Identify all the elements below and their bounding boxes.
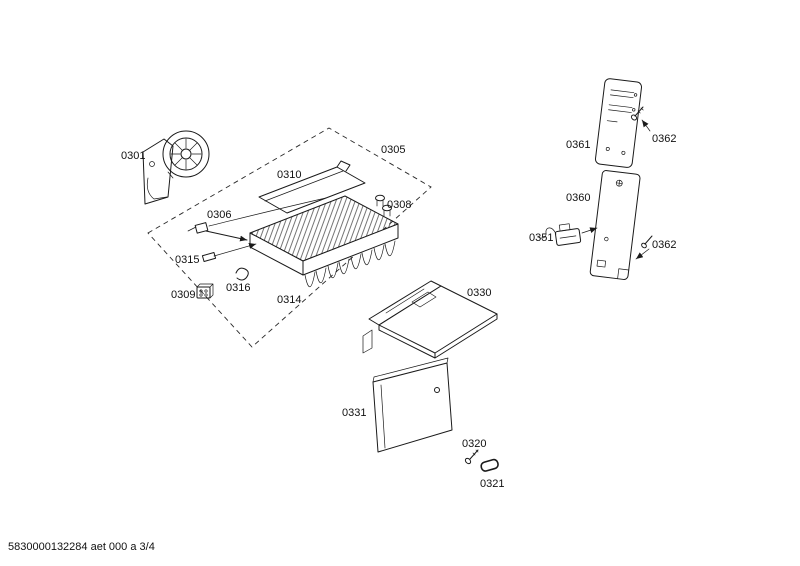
cover-plate	[258, 160, 366, 214]
assembly-dashed-outline	[147, 127, 432, 348]
connector-0309	[196, 283, 214, 299]
document-reference: 5830000132284 aet 000 a 3/4	[8, 541, 155, 553]
screw-0362-top	[630, 106, 651, 132]
label-0308: 0308	[387, 199, 411, 211]
panel-0331	[372, 357, 453, 453]
label-0361: 0361	[566, 139, 590, 151]
label-0321: 0321	[480, 478, 504, 490]
switch-0351	[537, 223, 598, 246]
label-0330: 0330	[467, 287, 491, 299]
label-0306: 0306	[207, 209, 231, 221]
fan-assembly	[142, 130, 210, 205]
screw-0362-bottom	[635, 235, 653, 260]
label-0301: 0301	[121, 150, 145, 162]
label-0316: 0316	[226, 282, 250, 294]
cap-0321	[480, 458, 499, 472]
label-0360: 0360	[566, 192, 590, 204]
panel-0361	[594, 78, 643, 168]
label-0362-bottom: 0362	[652, 239, 676, 251]
sensor-0306	[187, 197, 327, 242]
tray-0330	[362, 280, 498, 359]
evaporator-coil	[249, 195, 399, 288]
label-0315: 0315	[175, 254, 199, 266]
panel-0360	[589, 170, 641, 280]
label-0305: 0305	[381, 144, 405, 156]
screw-0320	[464, 449, 479, 465]
grommets-0308	[375, 194, 392, 217]
probe-0315	[201, 243, 257, 263]
label-0351: 0351	[529, 232, 553, 244]
label-0310: 0310	[277, 169, 301, 181]
label-0331: 0331	[342, 407, 366, 419]
label-0314: 0314	[277, 294, 301, 306]
label-0362-top: 0362	[652, 133, 676, 145]
clip-0316	[235, 267, 249, 281]
label-0320: 0320	[462, 438, 486, 450]
label-0309: 0309	[171, 289, 195, 301]
